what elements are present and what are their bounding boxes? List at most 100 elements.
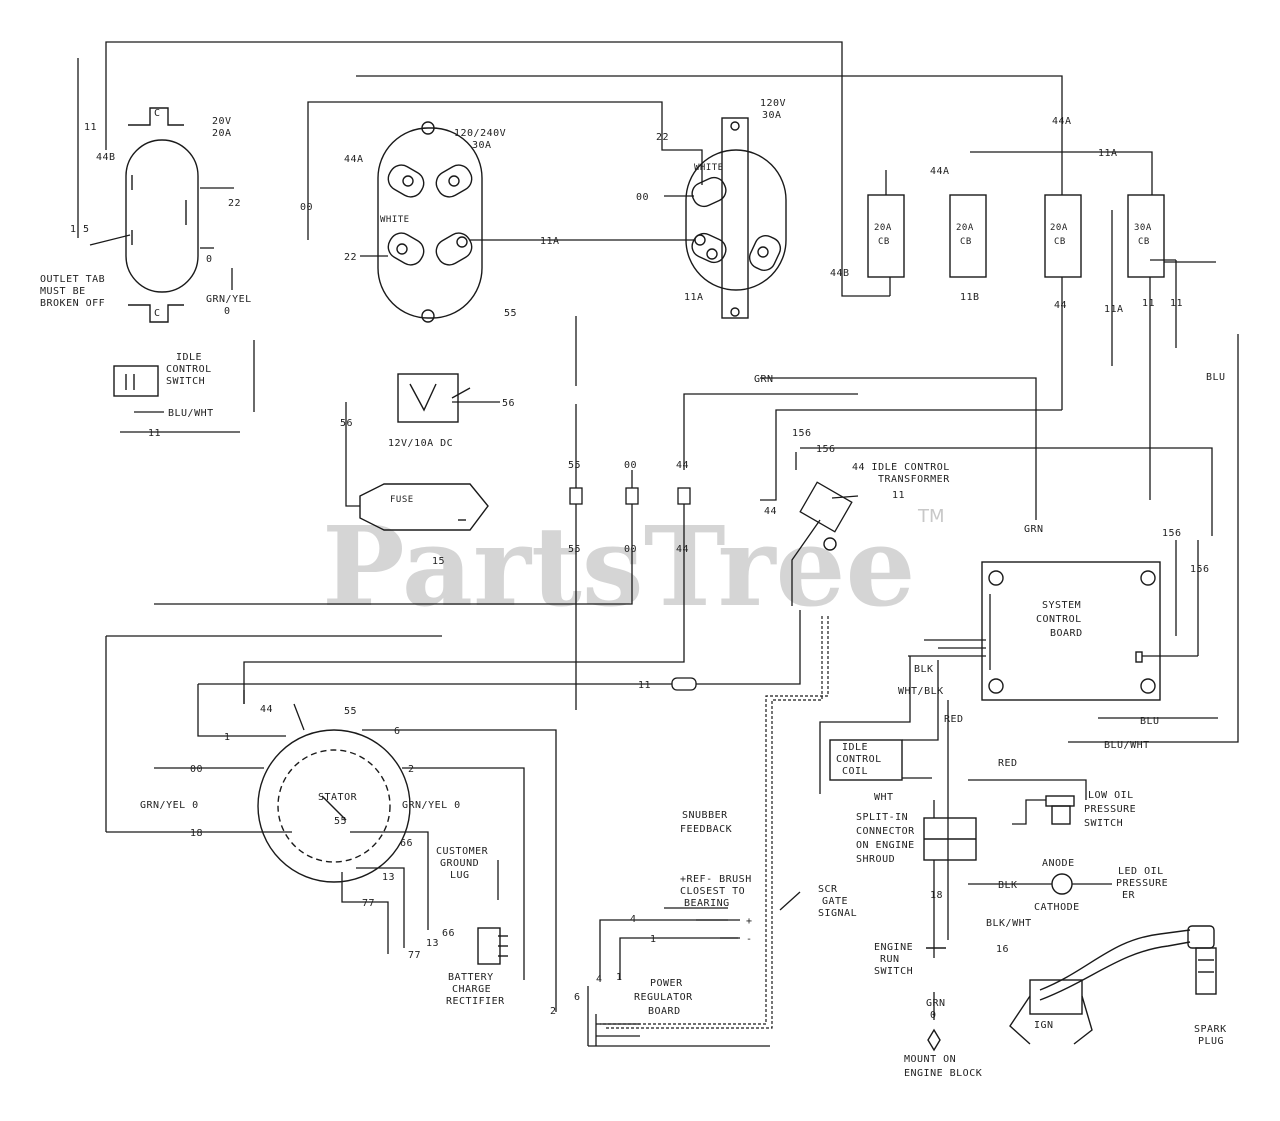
- label-low-oil-3: SWITCH: [1084, 818, 1123, 829]
- label-led-1: LED OIL: [1118, 866, 1164, 877]
- label-blk-1: BLK: [914, 664, 934, 675]
- label-cust-gnd-1: CUSTOMER: [436, 846, 489, 857]
- label-w55-stator-c: 55: [334, 816, 347, 827]
- label-w11-left: 11: [84, 122, 97, 133]
- label-w1: 1: [650, 934, 657, 945]
- label-snubber-2: FEEDBACK: [680, 824, 732, 835]
- label-bcr-1: BATTERY: [448, 972, 494, 983]
- diode-12v: [397, 373, 500, 423]
- circuit-breaker-3[interactable]: [1044, 194, 1082, 410]
- low-oil-pressure-switch: [968, 779, 1087, 825]
- label-w11-plug: 11: [638, 680, 651, 691]
- label-scb-1: SYSTEM: [1042, 600, 1081, 611]
- label-w55-recept: 55: [504, 308, 517, 319]
- label-cust-gnd-2: GROUND: [440, 858, 479, 869]
- label-cb1-a: 20A: [874, 223, 892, 233]
- label-w77b: 77: [408, 950, 421, 961]
- receptacle-120v: [664, 117, 787, 319]
- label-w6-bcr: 6: [574, 992, 581, 1003]
- label-scr-2: GATE: [822, 896, 848, 907]
- label-w11a-mid: 11A: [540, 236, 560, 247]
- label-w156-right: 156: [1162, 528, 1182, 539]
- label-w15: 1 5: [70, 224, 90, 235]
- watermark-brand: PartsTree: [322, 502, 916, 631]
- label-scb-3: BOARD: [1050, 628, 1083, 639]
- label-idle-coil-2: CONTROL: [836, 754, 882, 765]
- label-led-3: ER: [1122, 890, 1136, 901]
- label-w44-cb: 44: [1054, 300, 1067, 311]
- label-w156-right2: 156: [1190, 564, 1210, 575]
- battery-charge-rectifier: [477, 927, 508, 965]
- power-regulator-board: [587, 891, 801, 1047]
- label-w22-recept: 22: [344, 252, 357, 263]
- label-ers-1: ENGINE: [874, 942, 913, 953]
- label-grn-bot: GRN: [926, 998, 946, 1009]
- stator: [106, 684, 557, 1012]
- label-w66b: 66: [442, 928, 455, 939]
- engine-run-switch[interactable]: [926, 940, 946, 1052]
- label-idle-xfmr-1: 44 IDLE CONTROL: [852, 462, 950, 473]
- label-w00-stator: 00: [190, 764, 203, 775]
- label-w56-diode: 56: [502, 398, 515, 409]
- label-diode: 12V/10A DC: [388, 438, 453, 449]
- circuit-breaker-4[interactable]: [1111, 194, 1216, 500]
- label-red-2: RED: [998, 758, 1018, 769]
- idle-control-switch[interactable]: [113, 340, 255, 433]
- label-brush-1: +REF- BRUSH: [680, 874, 752, 885]
- label-brush-3: BEARING: [684, 898, 730, 909]
- label-w156-a: 156: [792, 428, 812, 439]
- label-conn-00-bot: 00: [624, 544, 637, 555]
- label-idle-coil-1: IDLE: [842, 742, 868, 753]
- label-ers-2: RUN: [880, 954, 900, 965]
- label-w1b: 1: [616, 972, 623, 983]
- system-control-board: [908, 334, 1239, 743]
- label-spltn-4: SHROUD: [856, 854, 895, 865]
- label-outlet-20v: 20V: [212, 116, 232, 127]
- label-prb-3: BOARD: [648, 1006, 681, 1017]
- label-low-oil-1: LOW OIL: [1088, 790, 1134, 801]
- label-w11a-top: 11A: [1098, 148, 1118, 159]
- label-cb2-b: CB: [960, 237, 972, 247]
- label-w18: 18: [930, 890, 943, 901]
- circuit-breaker-1[interactable]: [867, 170, 905, 296]
- label-w2-bcr: 2: [550, 1006, 557, 1017]
- label-idle-switch-2: CONTROL: [166, 364, 212, 375]
- ignition-spark-plug: [1009, 925, 1217, 1045]
- label-brush-2: CLOSEST TO: [680, 886, 745, 897]
- label-w4b: 4: [596, 974, 603, 985]
- receptacle-120-240v: [360, 121, 483, 323]
- label-grn-yel-left-2: 0: [224, 306, 231, 317]
- label-outlet-tab-2: MUST BE: [40, 286, 86, 297]
- label-idle-switch-3: SWITCH: [166, 376, 205, 387]
- label-w1-stator: 1: [224, 732, 231, 743]
- label-cb2-a: 20A: [956, 223, 974, 233]
- label-spltn-3: ON ENGINE: [856, 840, 915, 851]
- label-conn-00-top: 00: [624, 460, 637, 471]
- label-cust-gnd-3: LUG: [450, 870, 470, 881]
- circuit-breaker-2[interactable]: [949, 194, 987, 278]
- label-conn-55-top: 55: [568, 460, 581, 471]
- label-w44a-recept: 44A: [344, 154, 364, 165]
- label-grn-yel-s1: GRN/YEL 0: [140, 800, 199, 811]
- inline-connectors: [105, 316, 858, 832]
- label-cb3-b: CB: [1054, 237, 1066, 247]
- label-ers-3: SWITCH: [874, 966, 913, 977]
- label-mount-2: ENGINE BLOCK: [904, 1068, 982, 1079]
- label-cb4-b: CB: [1138, 237, 1150, 247]
- label-w00-mid: 00: [636, 192, 649, 203]
- label-scb-2: CONTROL: [1036, 614, 1082, 625]
- label-conn-55-bot: 55: [568, 544, 581, 555]
- plug-connector: [198, 610, 801, 691]
- label-cb1-b: CB: [878, 237, 890, 247]
- label-c-top: C: [154, 108, 161, 119]
- labels: 44B 1 5 20V 20A C C 22 0 OUTLET TAB MUST…: [40, 98, 1226, 1079]
- label-c-bot: C: [154, 308, 161, 319]
- label-w11-xfmr: 11: [892, 490, 905, 501]
- label-snubber-1: SNUBBER: [682, 810, 728, 821]
- label-w156-b: 156: [816, 444, 836, 455]
- label-w77: 77: [362, 898, 375, 909]
- label-grn-yel-left-1: GRN/YEL: [206, 294, 252, 305]
- label-w44a-top: 44A: [1052, 116, 1072, 127]
- label-w4: 4: [630, 914, 637, 925]
- label-w15-fuse: 15: [432, 556, 445, 567]
